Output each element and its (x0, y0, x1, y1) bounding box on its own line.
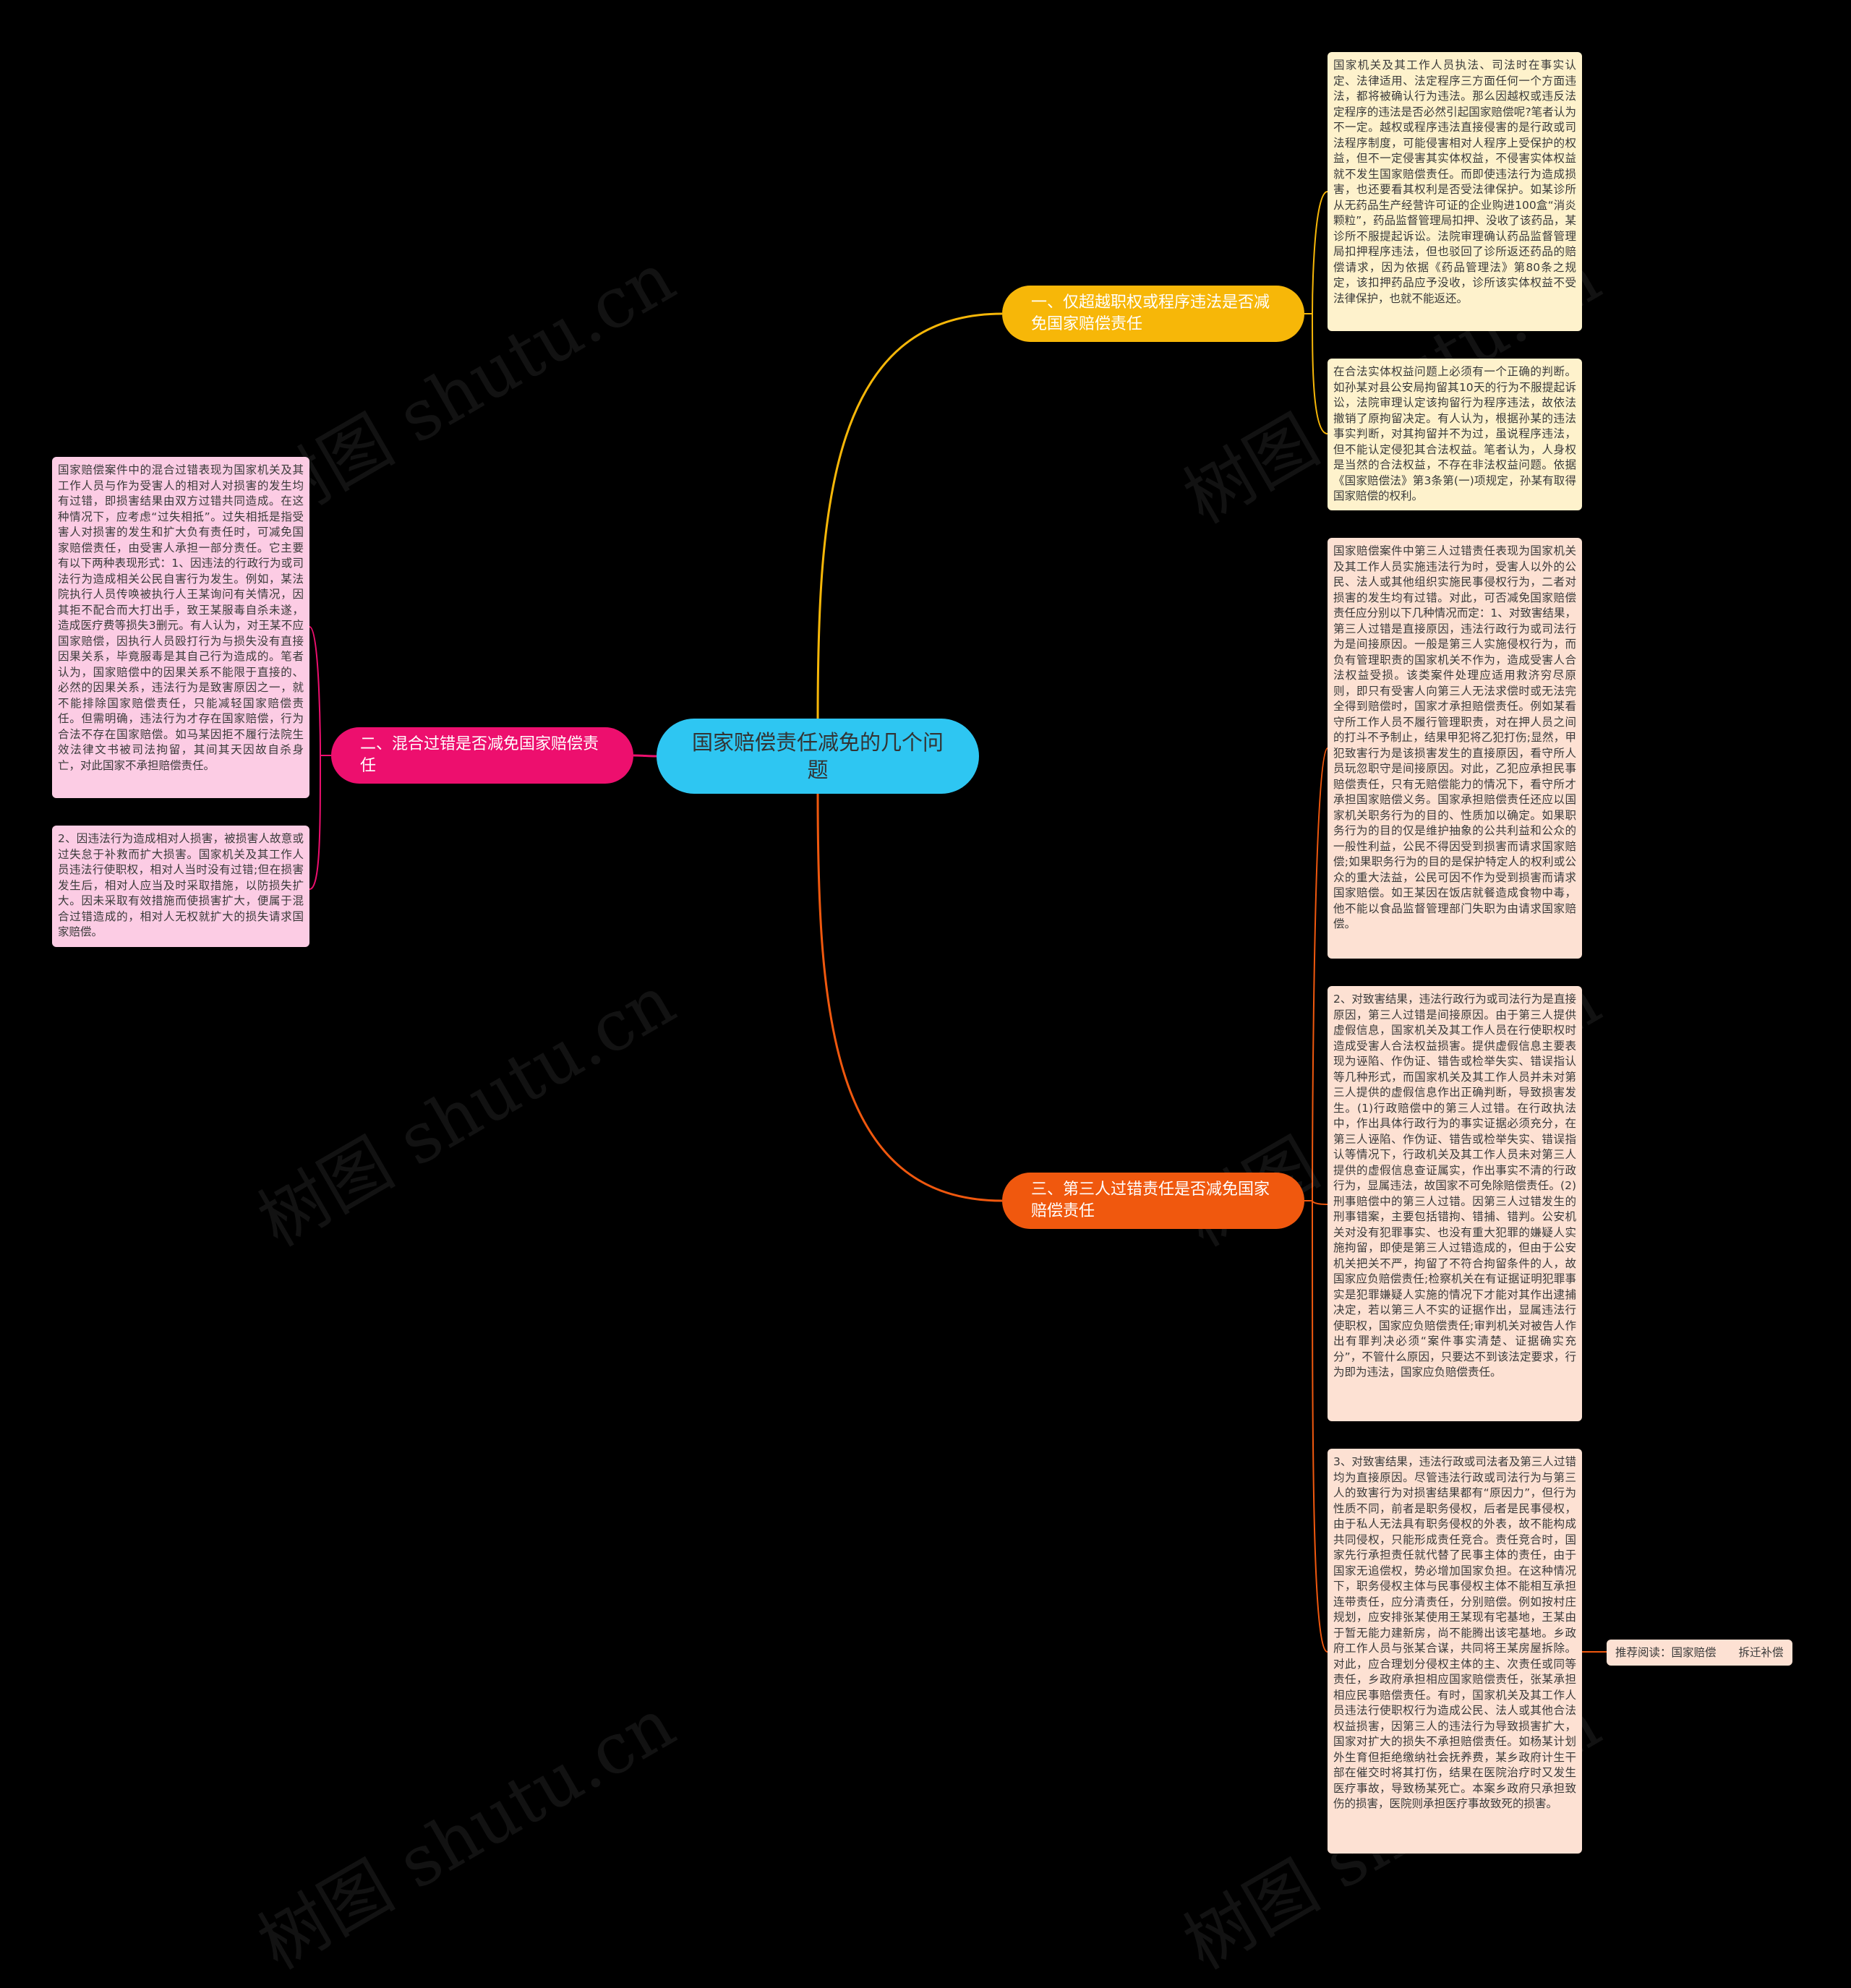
connector-root-branch3 (816, 793, 1003, 1202)
connector-branch2-leaf1 (309, 626, 331, 756)
connector-root-branch2 (633, 754, 657, 758)
connector-branch2-leaf2 (309, 755, 321, 890)
leaf-node-2-1[interactable]: 国家赔偿案件中的混合过错表现为国家机关及其工作人员与作为受害人的相对人对损害的发… (52, 457, 309, 798)
recommend-reading[interactable]: 推荐阅读：国家赔偿 拆迁补偿 (1607, 1640, 1792, 1666)
root-node[interactable]: 国家赔偿责任减免的几个问题 (657, 719, 979, 794)
connector-branch3-leaf1 (1304, 747, 1328, 1201)
connector-lines (309, 191, 1607, 1653)
branch-node-3[interactable]: 三、第三人过错责任是否减免国家赔偿责任 (1002, 1173, 1304, 1229)
branch-label: 三、第三人过错责任是否减免国家赔偿责任 (1031, 1181, 1270, 1220)
leaf-node-1-2[interactable]: 在合法实体权益问题上必须有一个正确的判断。如孙某对县公安局拘留其10天的行为不服… (1328, 359, 1582, 510)
branch-node-1[interactable]: 一、仅超越职权或程序违法是否减免国家赔偿责任 (1002, 286, 1304, 342)
connector-root-branch1 (816, 312, 1003, 719)
connector-branch3-leaf3 (1312, 1200, 1328, 1653)
root-label: 国家赔偿责任减免的几个问题 (691, 730, 944, 782)
leaf-node-3-2[interactable]: 2、对致害结果，违法行政行为或司法行为是直接原因，第三人过错是间接原因。由于第三… (1328, 986, 1582, 1421)
branch-label: 一、仅超越职权或程序违法是否减免国家赔偿责任 (1031, 294, 1270, 333)
leaf-node-3-1[interactable]: 国家赔偿案件中第三人过错责任表现为国家机关及其工作人员实施违法行为时，受害人以外… (1328, 538, 1582, 959)
connector-branch3-leaf2 (1312, 1200, 1328, 1205)
leaf-node-1-1[interactable]: 国家机关及其工作人员执法、司法时在事实认定、法律适用、法定程序三方面任何一个方面… (1328, 52, 1582, 331)
connector-branch1-leaf2 (1312, 313, 1328, 434)
branch-node-2[interactable]: 二、混合过错是否减免国家赔偿责任 (331, 727, 633, 784)
branch-label: 二、混合过错是否减免国家赔偿责任 (360, 735, 599, 775)
leaf-node-3-3[interactable]: 3、对致害结果，违法行政或司法者及第三人过错均为直接原因。尽管违法行政或司法行为… (1328, 1449, 1582, 1854)
connector-branch1-leaf1 (1304, 191, 1328, 314)
leaf-node-2-2[interactable]: 2、因违法行为造成相对人损害，被损害人故意或过失怠于补救而扩大损害。国家机关及其… (52, 826, 309, 947)
